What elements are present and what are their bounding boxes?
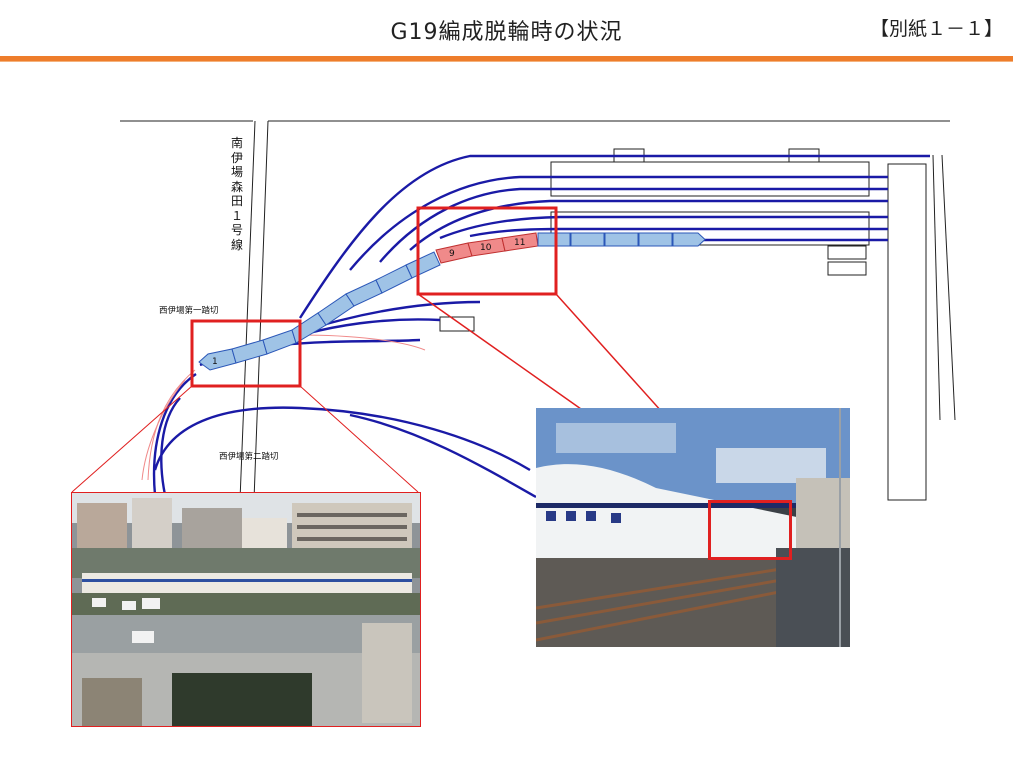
train-car: [375, 264, 413, 294]
callout-line: [299, 385, 419, 493]
building: [827, 261, 867, 276]
crossing-2-label: 西伊場第二踏切: [219, 452, 279, 462]
crossing-1-label: 西伊場第一踏切: [159, 306, 219, 316]
track: [298, 154, 930, 319]
photo-middle-cars: [536, 408, 850, 647]
road-label: 南伊場森田１号線: [230, 136, 243, 252]
header-rule-light: [0, 61, 1013, 62]
track: [409, 199, 888, 251]
car-number-9: 9: [449, 249, 455, 259]
track: [279, 338, 421, 347]
road-line: [253, 120, 269, 501]
train-car: [672, 232, 706, 247]
track: [153, 406, 531, 472]
building: [887, 163, 927, 501]
derail-trace: [141, 379, 186, 481]
car-number-1: 1: [212, 357, 218, 367]
highlight-box-cars9-11: [416, 206, 558, 296]
building: [827, 245, 867, 260]
derail-trace: [299, 334, 426, 351]
photo-highlight-box: [708, 500, 792, 560]
header-rule: [0, 56, 1013, 61]
track: [379, 187, 888, 263]
derail-trace: [147, 369, 196, 481]
building: [439, 316, 475, 332]
track: [152, 373, 197, 496]
callout-line: [71, 385, 193, 493]
train-car: [231, 339, 268, 364]
track: [349, 175, 888, 271]
highlight-box-car1: [190, 319, 302, 388]
boundary-line: [932, 154, 941, 421]
train-car: [537, 232, 571, 247]
train-car: [570, 232, 605, 247]
road-line: [239, 120, 256, 501]
train-car: [405, 251, 441, 279]
track: [160, 397, 181, 496]
track: [469, 227, 888, 238]
train-car: [345, 279, 383, 307]
car-number-11: 11: [514, 238, 525, 248]
page-title: G19編成脱輪時の状況: [390, 20, 623, 45]
train-car: [604, 232, 639, 247]
track: [349, 413, 537, 499]
train-car: [638, 232, 673, 247]
train-car: [262, 329, 297, 355]
attachment-label: 【別紙１－１】: [869, 18, 1003, 40]
photo-front-car: [71, 492, 421, 727]
car-number-10: 10: [480, 243, 492, 253]
boundary-line: [941, 154, 956, 421]
platform-building: [550, 161, 870, 197]
